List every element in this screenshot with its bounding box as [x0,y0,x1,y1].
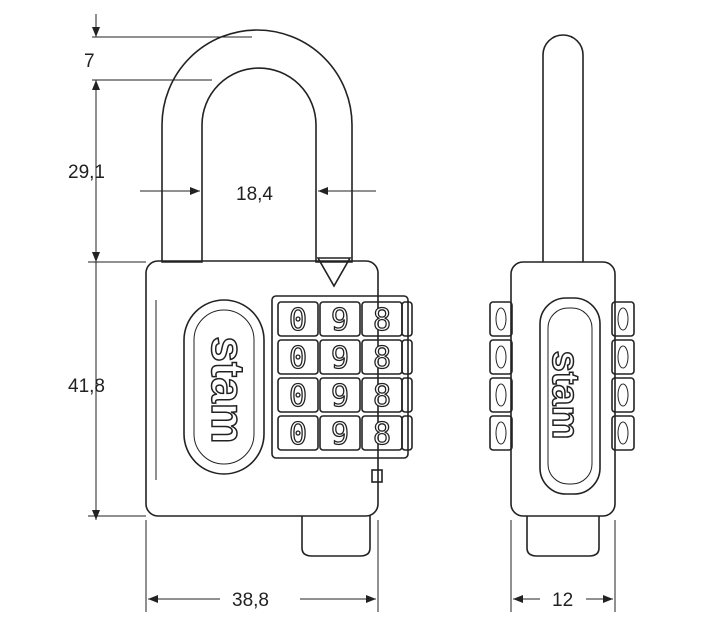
side-dial-zero [495,307,507,331]
dial-wheel[interactable] [277,339,319,375]
dial-wheel[interactable] [401,415,413,451]
side-dial-wheel [489,415,513,451]
dial-digit: 9 [331,303,349,338]
dial-digit: 0 [289,417,307,452]
side-brand-logo: stam [544,351,586,440]
side-dial-zero [617,307,629,331]
side-latch-block [526,516,600,557]
dial-digit: 8 [373,303,391,338]
side-dial-wheel [611,415,635,451]
side-body [510,261,616,517]
front-latch-block [301,516,371,557]
side-dial-wheel [611,339,635,375]
dim-shackle-inner-width: 18,4 [236,184,273,205]
small-tab [371,469,383,483]
dial-digit: 9 [331,417,349,452]
dial-digit: 8 [373,379,391,414]
alignment-triangle [316,257,352,288]
dial-digit: 0 [289,379,307,414]
dial-digit: 8 [373,341,391,376]
dial-digit: 9 [331,379,349,414]
side-dial-wheel [611,301,635,337]
dim-shackle-height: 29,1 [68,162,105,183]
dial-digit: 9 [331,341,349,376]
front-shackle [161,29,353,263]
side-dial-wheel [489,339,513,375]
dial-digit: 0 [289,303,307,338]
dial-wheel[interactable] [319,301,361,337]
side-dial-zero [495,383,507,407]
side-dials-left [489,301,513,451]
side-dial-wheel [611,377,635,413]
side-dial-zero [495,345,507,369]
dim-body-depth: 12 [552,590,573,611]
front-body [145,260,379,517]
dim-shackle-thickness: 7 [84,51,95,72]
dim-body-height: 41,8 [68,376,105,397]
side-dial-zero [617,383,629,407]
side-brand-oval-inner [547,307,593,485]
side-brand-oval-outer [539,297,601,495]
side-dial-zero [617,421,629,445]
dial-wheel[interactable] [277,301,319,337]
side-dial-wheel [489,377,513,413]
dial-digit: 0 [289,341,307,376]
dial-wheel[interactable] [277,377,319,413]
dial-wheel[interactable] [277,415,319,451]
side-shackle [542,34,584,262]
front-brand-oval-inner [193,309,255,465]
dial-wheel[interactable] [401,301,413,337]
dial-wheel[interactable] [401,339,413,375]
dimension-lines: 7 29,1 18,4 41,8 38,8 12 [68,14,616,612]
dial-digit: 8 [373,417,391,452]
side-dials-right [611,301,635,451]
dial-wheel[interactable] [319,339,361,375]
front-brand-logo: stam [202,336,254,443]
side-dial-zero [617,345,629,369]
front-brand-oval-outer [183,299,265,475]
side-view: stam [489,34,635,557]
dial-wheel[interactable] [401,377,413,413]
dial-wheel[interactable] [319,415,361,451]
side-dial-zero [495,421,507,445]
side-dial-wheel [489,301,513,337]
dial-wheel[interactable] [319,377,361,413]
dim-body-width: 38,8 [232,590,269,611]
